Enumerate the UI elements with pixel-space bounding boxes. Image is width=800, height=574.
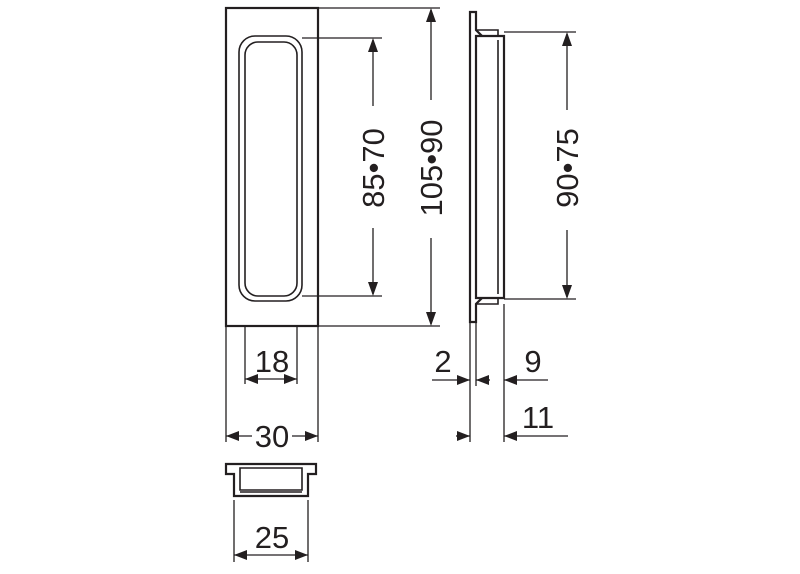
side-view xyxy=(468,10,506,324)
dim-side-height-label: 90•75 xyxy=(550,128,585,208)
dim-flange-thickness-label: 2 xyxy=(434,344,451,379)
dim-overall-height: 105•90 xyxy=(318,7,449,327)
dim-body-depth-label: 9 xyxy=(524,344,541,379)
dim-overall-depth-label: 11 xyxy=(522,400,554,435)
dim-body-depth: 9 xyxy=(503,304,548,442)
dim-side-height: 90•75 xyxy=(504,31,585,300)
dim-bottom-width-label: 25 xyxy=(255,520,289,555)
front-view xyxy=(224,6,320,328)
dim-overall-width: 30 xyxy=(225,326,319,454)
dim-recess-width: 18 xyxy=(244,326,298,384)
bottom-profile xyxy=(224,462,318,498)
dim-flange-thickness: 2 xyxy=(432,322,490,442)
dim-recess-height-label: 85•70 xyxy=(356,128,391,208)
dim-recess-width-label: 18 xyxy=(255,344,289,379)
front-recess-inner xyxy=(244,41,298,297)
dim-overall-width-label: 30 xyxy=(255,419,289,454)
bottom-profile-inner xyxy=(239,467,303,491)
dim-overall-depth: 11 xyxy=(456,400,568,441)
side-flange-lip xyxy=(476,29,499,305)
bottom-view xyxy=(224,462,318,498)
side-body xyxy=(474,34,506,300)
dim-recess-height: 85•70 xyxy=(302,37,391,297)
dim-overall-height-label: 105•90 xyxy=(414,119,449,216)
dim-bottom-width: 25 xyxy=(233,500,309,562)
front-recess-outer xyxy=(238,35,303,302)
